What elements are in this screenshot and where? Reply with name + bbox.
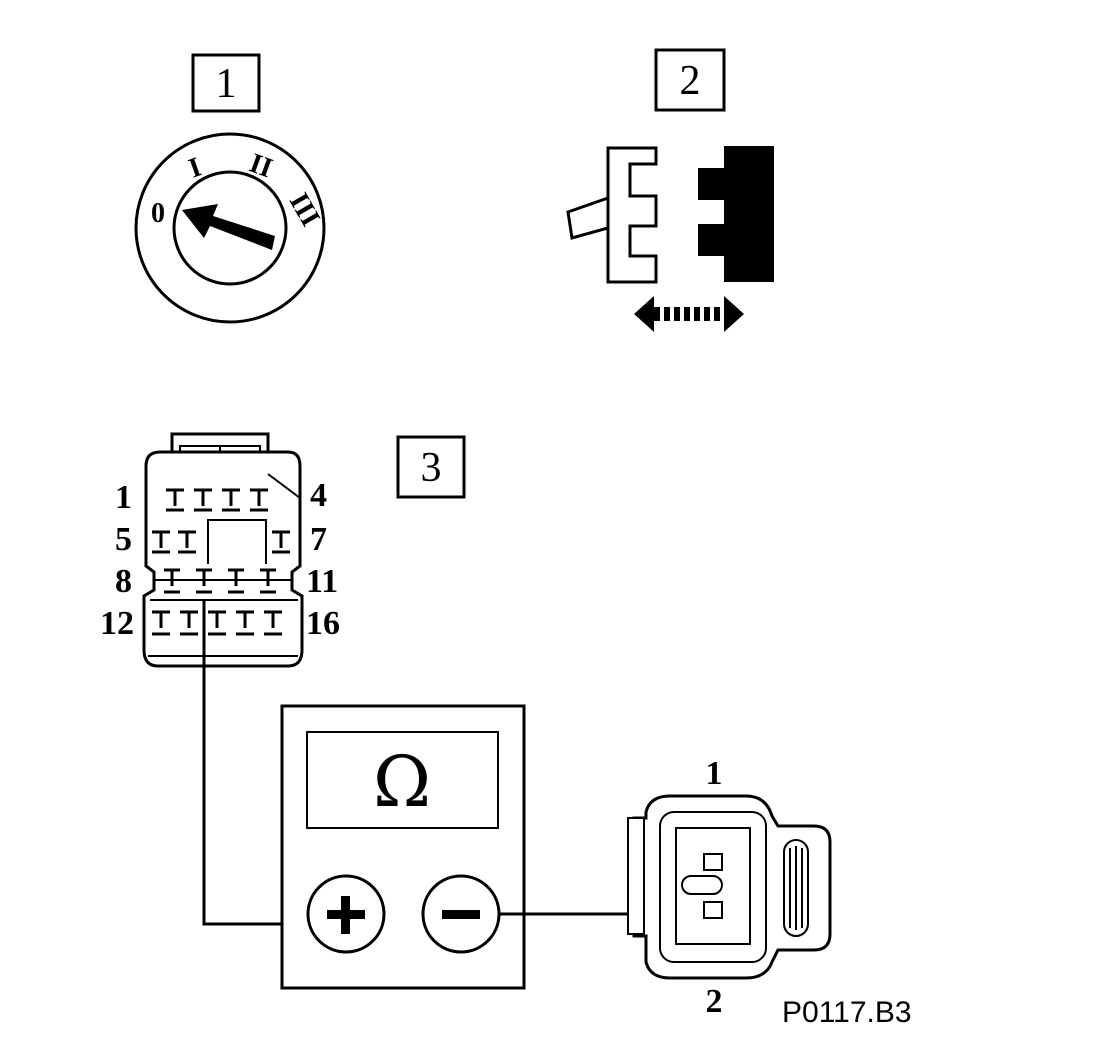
position-0-label: 0	[151, 198, 165, 229]
minus-terminal	[421, 874, 501, 954]
pin-8-label: 8	[115, 563, 132, 600]
disconnect-connector-icon	[566, 146, 774, 332]
ohmmeter: Ω	[280, 704, 526, 990]
pin-row-3	[164, 568, 276, 594]
pin-12-label: 12	[100, 605, 134, 642]
pin-5-label: 5	[115, 521, 132, 558]
step-2-label: 2	[654, 48, 726, 112]
pin-row-2	[152, 530, 290, 554]
pin-16-label: 16	[306, 605, 340, 642]
plus-terminal	[306, 874, 386, 954]
reference-code: P0117.B3	[782, 996, 912, 1029]
pin-4-label: 4	[310, 477, 327, 514]
ecu-connector-16-pin: 1 4 5 7 8 11 12 16	[100, 432, 340, 668]
sensor-connector-2-pin: 1 2	[627, 755, 832, 1020]
pin-1-label: 1	[115, 479, 132, 516]
position-3-label: III	[283, 188, 326, 232]
pin-7-label: 7	[310, 521, 327, 558]
position-2-label: II	[245, 148, 276, 185]
pin-row-4	[152, 610, 282, 636]
separate-arrow-icon	[634, 296, 744, 332]
positive-test-lead	[202, 600, 308, 926]
ignition-switch-icon: 0 I II III	[134, 132, 326, 324]
pin-11-label: 11	[306, 563, 338, 600]
svg-text:2: 2	[680, 58, 701, 104]
step-1-label: 1	[191, 53, 261, 113]
svg-text:1: 1	[216, 61, 237, 107]
sensor-pin-1-label: 1	[706, 755, 723, 792]
key-arrow-icon	[182, 204, 275, 250]
step-3-label: 3	[396, 435, 466, 499]
position-1-label: I	[185, 152, 206, 185]
pin-row-1	[166, 488, 268, 512]
svg-text:3: 3	[421, 445, 442, 491]
ohm-display: Ω	[373, 741, 431, 823]
sensor-pin-2-label: 2	[706, 983, 723, 1020]
